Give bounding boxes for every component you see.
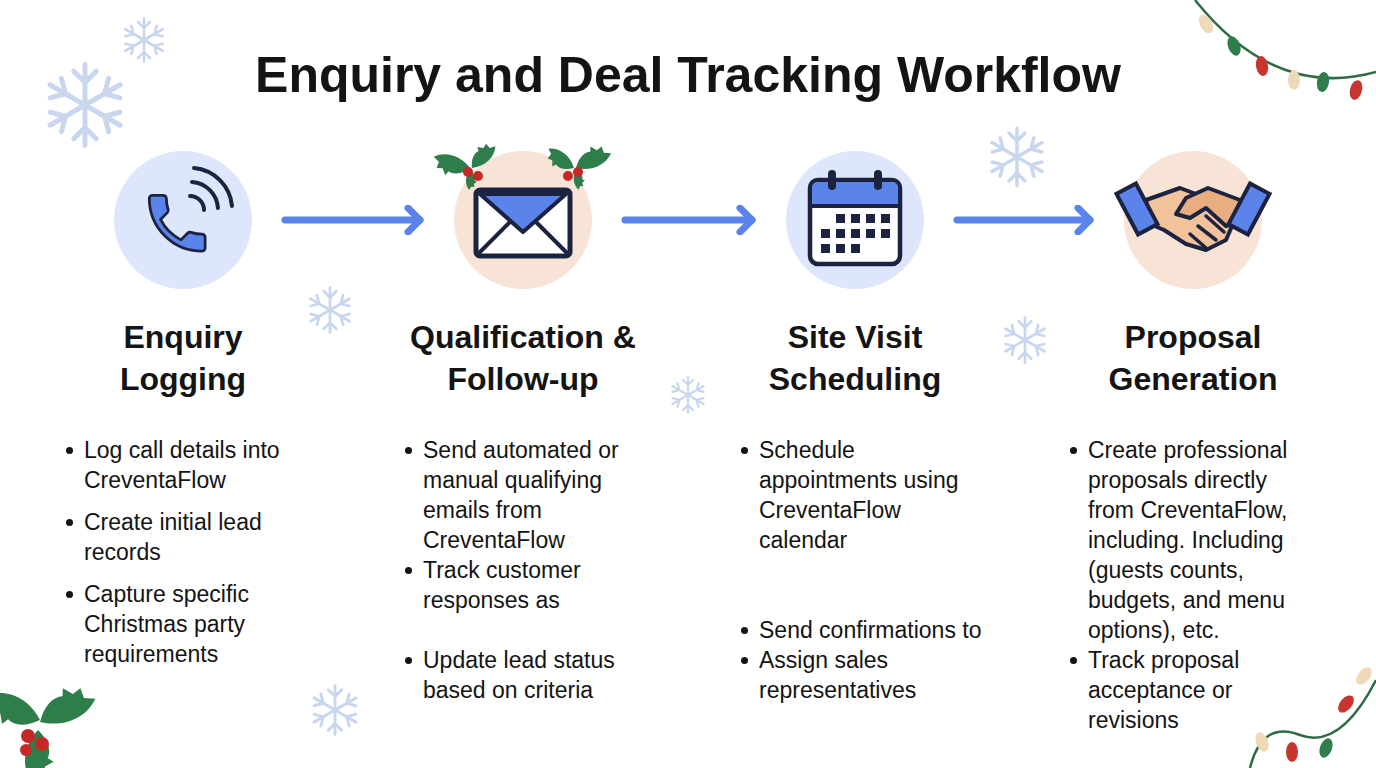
bullet-text: Schedule appointments using CreventaFlow…: [759, 437, 958, 553]
light-wire: [1195, 0, 1376, 78]
stage-heading: Proposal Generation: [1083, 316, 1303, 400]
bullet-text: Update lead status based on criteria: [423, 647, 615, 703]
bullet-text: Send automated or manual qualifying emai…: [423, 437, 619, 553]
bullet-dot: [66, 447, 73, 454]
bullet-dot: [1070, 447, 1077, 454]
stage-circle: Qualification & Follow-upSend automated …: [454, 151, 592, 289]
bullet-text: Send confirmations to: [759, 617, 981, 643]
stage-heading: Qualification & Follow-up: [378, 316, 668, 400]
calendar-icon: [810, 170, 900, 264]
bullet-item: Track customer responses as: [405, 555, 651, 615]
snowflake: [311, 686, 360, 735]
bullet-item: Update lead status based on criteria: [405, 645, 651, 705]
bullet-list: Send automated or manual qualifying emai…: [405, 435, 651, 705]
bullet-item: Capture specific Christmas party require…: [66, 579, 314, 669]
diagram-title: Enquiry and Deal Tracking Workflow: [0, 42, 1376, 108]
bullet-dot: [741, 657, 748, 664]
envelope-icon: [476, 190, 570, 256]
bullet-text: Create professional proposals directly f…: [1088, 437, 1287, 643]
bullet-dot: [405, 567, 412, 574]
flow-arrow: [285, 217, 420, 224]
bullet-dot: [741, 627, 748, 634]
bullet-item: Send confirmations to: [741, 615, 983, 645]
bullet-list: Log call details into CreventaFlowCreate…: [66, 435, 314, 669]
bullet-item: Track proposal acceptance or revisions: [1070, 645, 1306, 735]
bullet-text: Track customer responses as: [423, 557, 581, 613]
light-bulbs: [1253, 664, 1375, 762]
snowflakes: [44, 18, 1047, 734]
bullet-item: Create initial lead records: [66, 507, 314, 567]
bullet-item: Assign sales representatives: [741, 645, 983, 705]
snowflake: [307, 288, 352, 333]
bullet-dot: [741, 447, 748, 454]
flow-arrow: [957, 217, 1090, 224]
snowflake: [44, 65, 125, 146]
bullet-dot: [66, 519, 73, 526]
bullet-text: Log call details into CreventaFlow: [84, 437, 280, 493]
handshake-icon: [1116, 184, 1269, 250]
bullet-text: Assign sales representatives: [759, 647, 916, 703]
bullet-text: Capture specific Christmas party require…: [84, 581, 249, 667]
bullet-list: Schedule appointments using CreventaFlow…: [741, 435, 983, 705]
holly-corner: [0, 679, 100, 768]
stage-circle: Site Visit SchedulingSchedule appointmen…: [786, 151, 924, 289]
light-wire: [1250, 680, 1376, 768]
bullet-item: Schedule appointments using CreventaFlow…: [741, 435, 983, 555]
bullet-list: Create professional proposals directly f…: [1070, 435, 1306, 735]
light-bulbs: [1196, 12, 1365, 101]
bullet-dot: [66, 591, 73, 598]
snowflake: [122, 18, 165, 61]
bullet-item: Create professional proposals directly f…: [1070, 435, 1306, 645]
bullet-item: Send automated or manual qualifying emai…: [405, 435, 651, 555]
bullet-dot: [1070, 657, 1077, 664]
snowflake: [670, 377, 706, 413]
phone-icon: [149, 168, 232, 251]
flow-arrow: [625, 217, 752, 224]
bullet-item: Log call details into CreventaFlow: [66, 435, 314, 495]
holly-decoration: [429, 138, 614, 191]
bullet-text: Track proposal acceptance or revisions: [1088, 647, 1239, 733]
bullet-dot: [405, 657, 412, 664]
stage-heading: Site Visit Scheduling: [745, 316, 965, 400]
bullet-text: Create initial lead records: [84, 509, 262, 565]
snowflake: [988, 128, 1046, 186]
snowflake: [1002, 318, 1047, 363]
stage-circle: Enquiry LoggingLog call details into Cre…: [114, 151, 252, 289]
stage-circle: Proposal GenerationCreate professional p…: [1124, 151, 1262, 289]
stage-heading: Enquiry Logging: [73, 316, 293, 400]
bullet-dot: [405, 447, 412, 454]
